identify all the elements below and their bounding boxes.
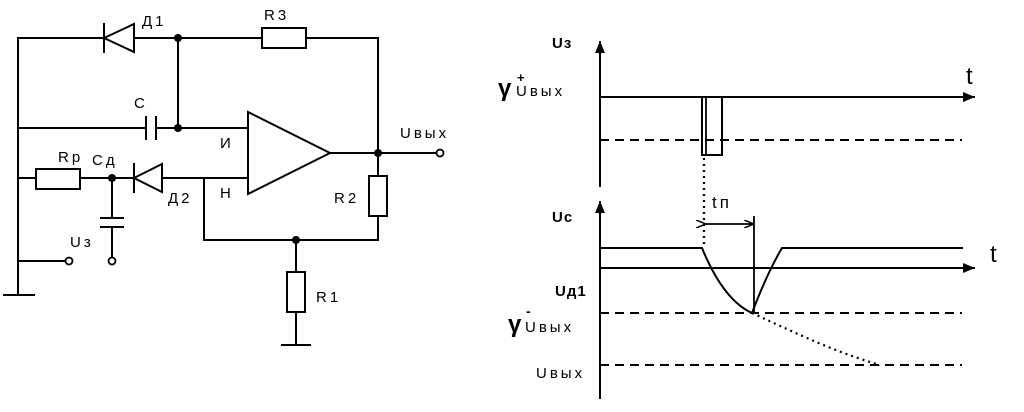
r2-label: R2 [334,190,359,207]
cd-terminal [107,256,117,266]
inverting-input-label: И [220,135,234,152]
top-xlabel: t [966,63,973,90]
timing-chart-top: Uз t γ + Uвых [498,35,975,187]
r1-label: R1 [316,289,341,306]
timing-chart-bottom: Uc t tп Uд1 γ - Uвых Uвых [508,193,997,399]
uc-waveform [599,247,963,315]
bottom-gamma: γ [508,311,522,338]
junction-dot [292,236,300,244]
min-level-label: Uвых [536,365,585,382]
uz-terminal [64,256,74,266]
diode-d1 [17,22,179,54]
resistor-rp [17,168,113,190]
resistor-r2 [203,152,388,241]
capacitor-c [17,116,249,140]
uz-label: Uз [70,234,94,251]
left-rail-wire [3,37,35,296]
noninverting-input-label: Н [220,185,234,202]
ud1-label: Uд1 [555,283,587,300]
uc-exponential-tail [751,312,881,367]
d2-label: Д2 [168,190,193,207]
d1-label: Д1 [142,13,167,30]
neg-level-label: Uвых [525,319,574,336]
uz-pulse [599,96,723,156]
neg-sign: - [526,303,532,319]
tp-label: tп [712,193,732,212]
bottom-ylabel: Uc [552,209,573,226]
circuit-schematic: Д1 R3 C И Uвых [3,7,449,346]
top-ylabel: Uз [552,35,572,52]
diode-d2 [111,162,205,194]
r3-label: R3 [264,7,289,24]
output-label: Uвых [400,125,449,142]
resistor-r1 [281,239,311,346]
cd-label: Cд [92,152,118,169]
rp-label: Rр [58,149,83,166]
output-terminal [435,148,445,158]
resistor-r3 [177,27,379,154]
bottom-xlabel: t [990,241,997,268]
c-label: C [134,95,148,112]
top-level-sign: + [517,70,526,85]
top-level-label: Uвых [516,83,565,100]
top-gamma: γ [498,75,512,102]
opamp-triangle [247,110,333,196]
capacitor-cd [100,177,124,259]
